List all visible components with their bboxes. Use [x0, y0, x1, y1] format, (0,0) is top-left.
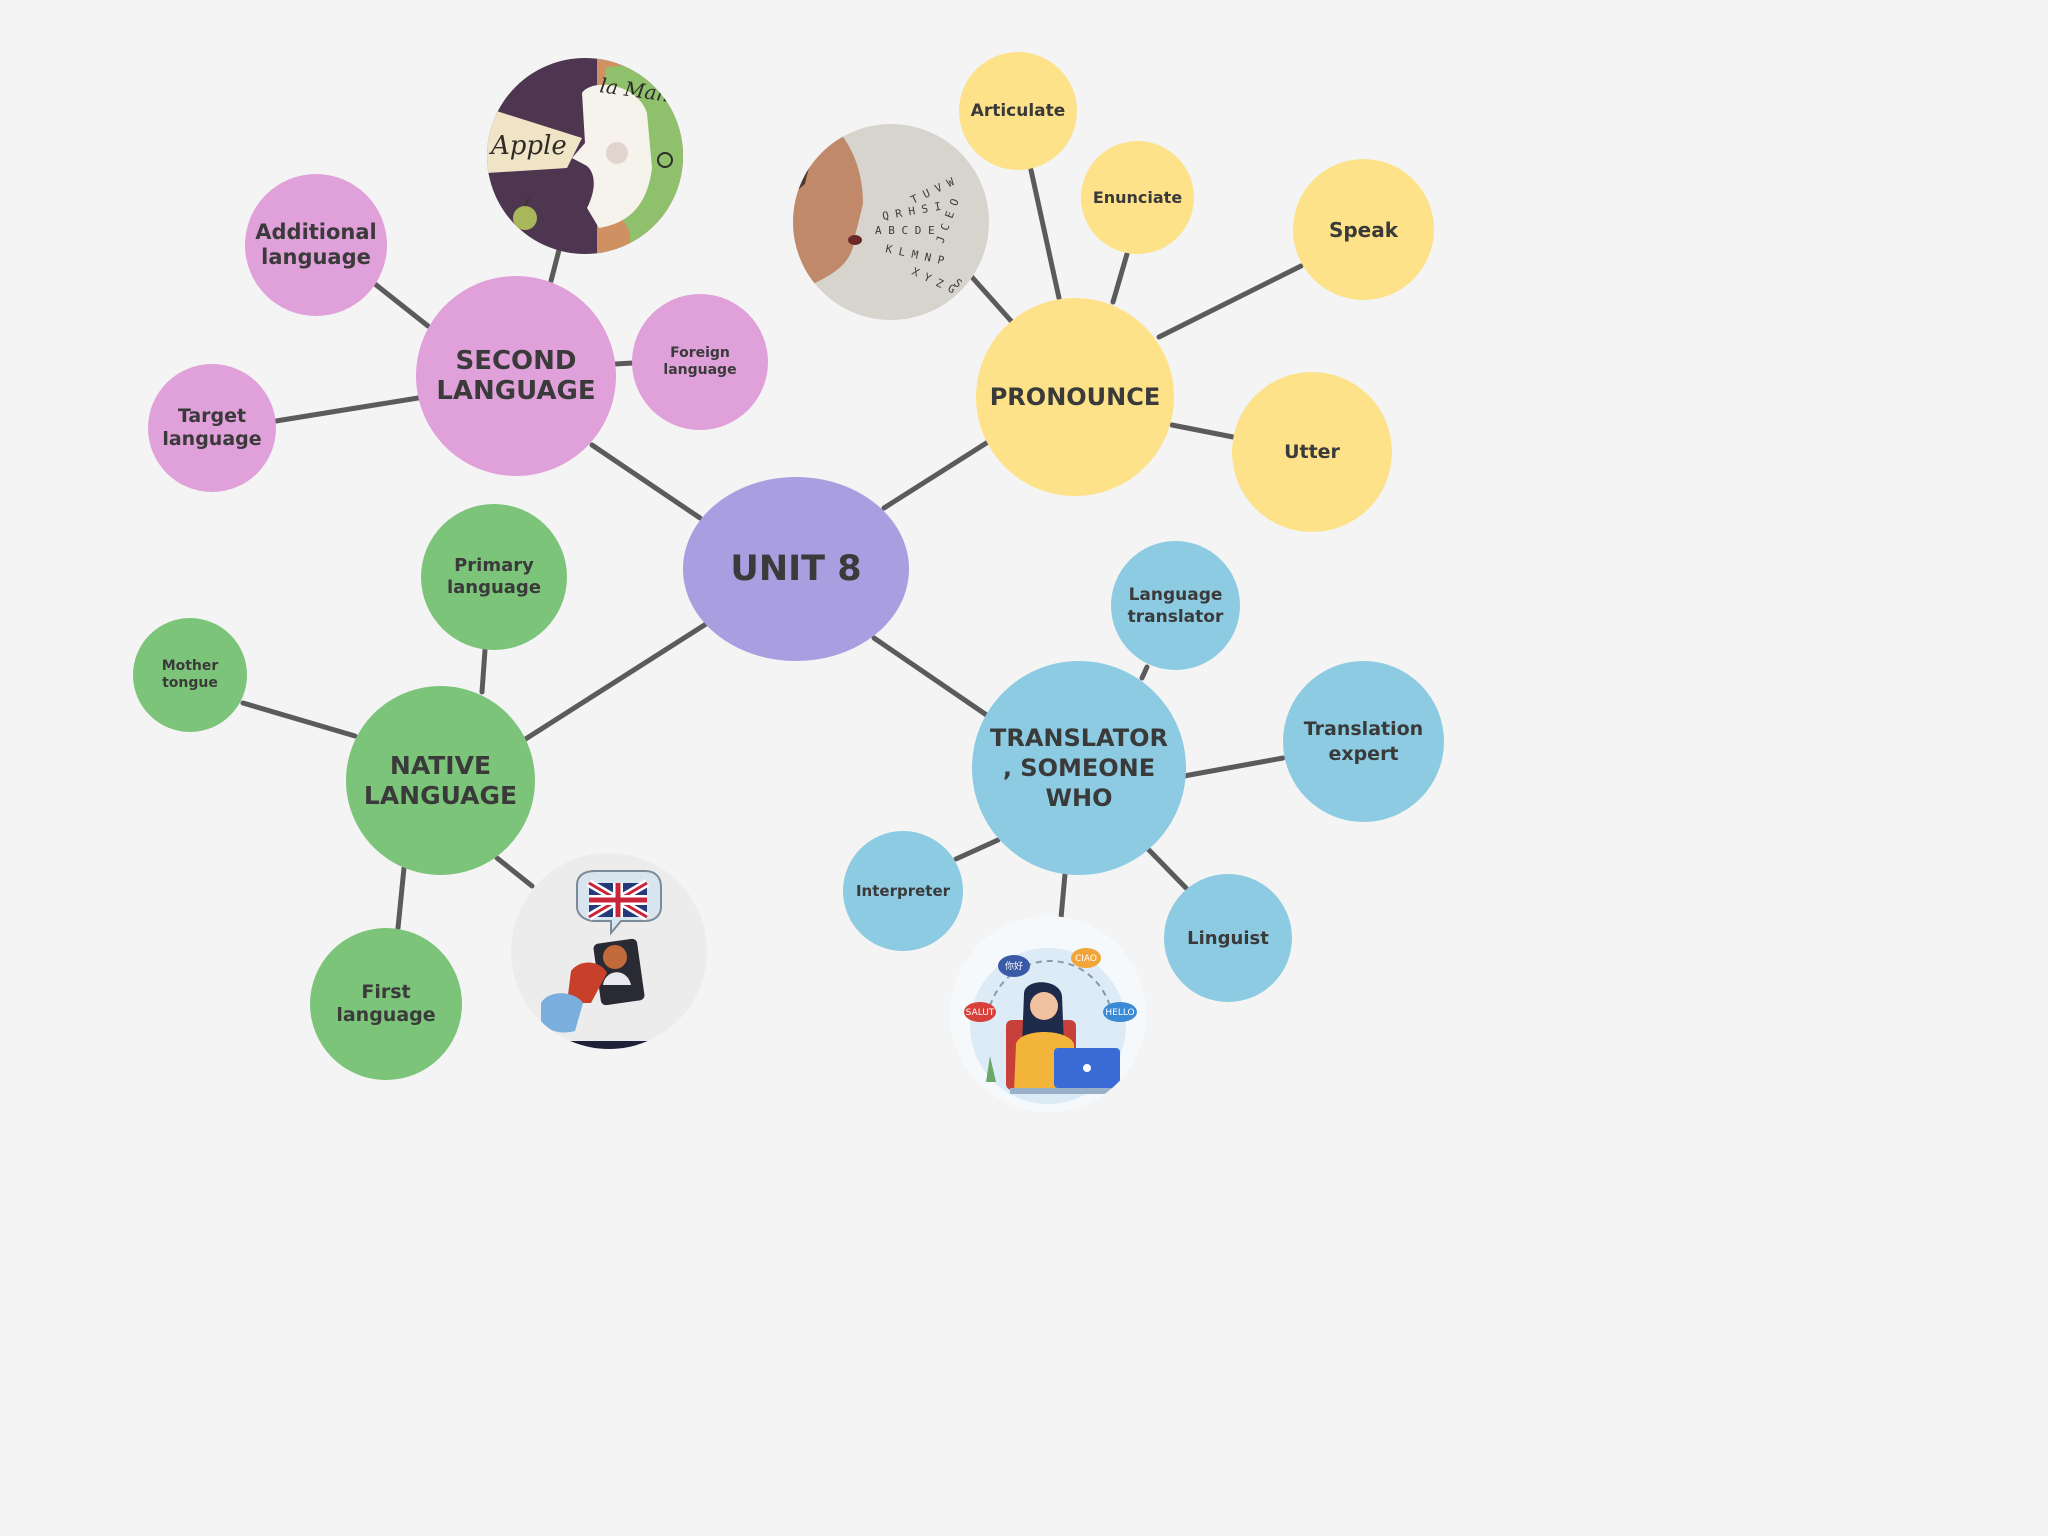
link-native-image [494, 855, 535, 889]
first-language-node[interactable]: First language [310, 928, 462, 1080]
link-pronounce-speak [1156, 263, 1304, 340]
translation-expert-node[interactable]: Translation expert [1283, 661, 1444, 822]
linguist-node[interactable]: Linguist [1164, 874, 1292, 1002]
svg-text:A B C D E: A B C D E [875, 224, 935, 237]
additional-language-node[interactable]: Additional language [245, 174, 387, 316]
bubble-ciao: CIAO [1075, 954, 1097, 964]
link-native-mother [240, 700, 358, 739]
translation-expert-label: Translation expert [1303, 717, 1424, 765]
enunciate-node[interactable]: Enunciate [1081, 141, 1194, 254]
link-translator-image [1058, 871, 1068, 921]
utter-label: Utter [1284, 441, 1340, 463]
link-pronounce-image [968, 273, 1015, 325]
language-translator-node[interactable]: Language translator [1111, 541, 1240, 670]
link-center-native [521, 621, 709, 743]
language-translator-label: Language translator [1127, 584, 1224, 627]
link-second-foreign [612, 360, 636, 367]
pronounce-label: PRONOUNCE [989, 383, 1161, 411]
primary-language-node[interactable]: Primary language [421, 504, 567, 650]
translator-image: 你好 CIAO SALUT HELLO [950, 916, 1146, 1112]
first-language-label: First language [336, 981, 436, 1026]
link-native-primary [479, 647, 488, 695]
target-language-label: Target language [162, 405, 262, 450]
pronounce-image: A B C D E Q R H S I K L M N P T U V W X … [793, 124, 989, 320]
primary-language-label: Primary language [446, 555, 542, 598]
link-translator-linguist [1145, 846, 1189, 891]
interpreter-label: Interpreter [855, 882, 951, 900]
link-center-second [589, 442, 703, 521]
mind-map: Apple la Manzana A B C D E Q R H S I K L… [133, 52, 1444, 1112]
native-language-node[interactable]: NATIVE LANGUAGE [346, 686, 535, 875]
enunciate-label: Enunciate [1092, 188, 1183, 207]
bubble-nihao: 你好 [1005, 960, 1023, 972]
translator-label: TRANSLATOR , SOMEONE WHO [989, 724, 1169, 812]
speak-node[interactable]: Speak [1293, 159, 1434, 300]
link-translator-language [1139, 664, 1150, 681]
additional-language-label: Additional language [255, 220, 377, 269]
center-label: UNIT 8 [730, 549, 862, 589]
mother-tongue-node[interactable]: Mother tongue [133, 618, 247, 732]
speak-label: Speak [1328, 217, 1399, 242]
link-native-first [395, 865, 407, 931]
link-pronounce-enunciate [1110, 251, 1130, 305]
second-language-node[interactable]: SECOND LANGUAGE [416, 276, 616, 476]
link-second-image [548, 247, 562, 284]
pronounce-node[interactable]: PRONOUNCE [976, 298, 1174, 496]
bubble-salut: SALUT [966, 1008, 995, 1018]
articulate-label: Articulate [970, 101, 1066, 121]
linguist-label: Linguist [1187, 927, 1269, 949]
link-center-pronounce [881, 439, 991, 511]
link-translator-interpreter [953, 837, 1001, 862]
link-second-target [273, 395, 421, 424]
link-center-translator [871, 635, 991, 719]
articulate-node[interactable]: Articulate [959, 52, 1077, 170]
link-pronounce-utter [1169, 422, 1236, 440]
link-second-additional [372, 281, 431, 329]
link-translator-expert [1181, 755, 1286, 779]
utter-node[interactable]: Utter [1232, 372, 1392, 532]
second-language-image: Apple la Manzana [487, 58, 683, 254]
native-language-image [511, 853, 707, 1049]
link-pronounce-articulate [1028, 167, 1062, 301]
foreign-language-node[interactable]: Foreign language [632, 294, 768, 430]
interpreter-node[interactable]: Interpreter [843, 831, 963, 951]
mother-tongue-label: Mother tongue [161, 658, 219, 691]
translator-node[interactable]: TRANSLATOR , SOMEONE WHO [972, 661, 1186, 875]
target-language-node[interactable]: Target language [148, 364, 276, 492]
apple-word: Apple [489, 131, 567, 161]
foreign-language-label: Foreign language [663, 345, 737, 378]
second-language-label: SECOND LANGUAGE [436, 346, 596, 406]
bubble-hello: HELLO [1105, 1008, 1134, 1018]
native-language-label: NATIVE LANGUAGE [363, 750, 518, 810]
center-node-unit-8[interactable]: UNIT 8 [683, 477, 909, 661]
connector-lines [240, 167, 1304, 931]
